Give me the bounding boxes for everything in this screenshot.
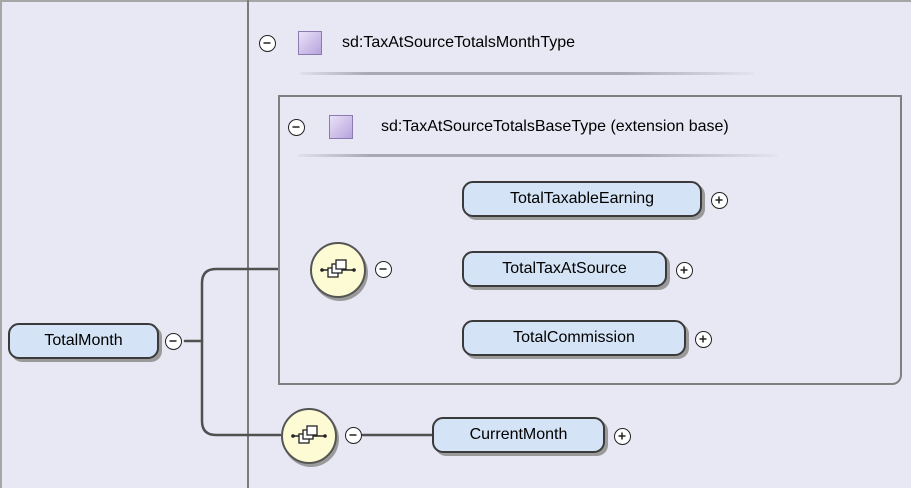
expand-icon[interactable] — [676, 262, 693, 279]
collapse-icon[interactable] — [165, 333, 182, 350]
complex-type-icon — [298, 31, 322, 55]
expand-icon[interactable] — [711, 192, 728, 209]
collapse-icon[interactable] — [345, 427, 362, 444]
base-type-name: sd:TaxAtSourceTotalsBaseType (extension … — [381, 118, 729, 135]
sequence-compositor-icon[interactable] — [310, 242, 366, 298]
element-totalcommission[interactable]: TotalCommission — [462, 320, 686, 356]
complex-type-icon — [329, 115, 353, 139]
collapse-icon[interactable] — [375, 261, 392, 278]
sequence-compositor-icon[interactable] — [281, 408, 337, 464]
outer-type-name: sd:TaxAtSourceTotalsMonthType — [342, 34, 576, 51]
collapse-icon[interactable] — [259, 35, 276, 52]
element-currentmonth[interactable]: CurrentMonth — [432, 417, 605, 453]
element-totaltaxableearning[interactable]: TotalTaxableEarning — [462, 181, 702, 217]
element-totalmonth[interactable]: TotalMonth — [8, 323, 159, 359]
base-type-underline — [298, 154, 778, 157]
expand-icon[interactable] — [614, 428, 631, 445]
element-totaltaxatsource[interactable]: TotalTaxAtSource — [462, 251, 667, 287]
collapse-icon[interactable] — [288, 119, 305, 136]
type-separator-line — [247, 0, 249, 488]
expand-icon[interactable] — [695, 331, 712, 348]
outer-type-underline — [300, 72, 755, 75]
